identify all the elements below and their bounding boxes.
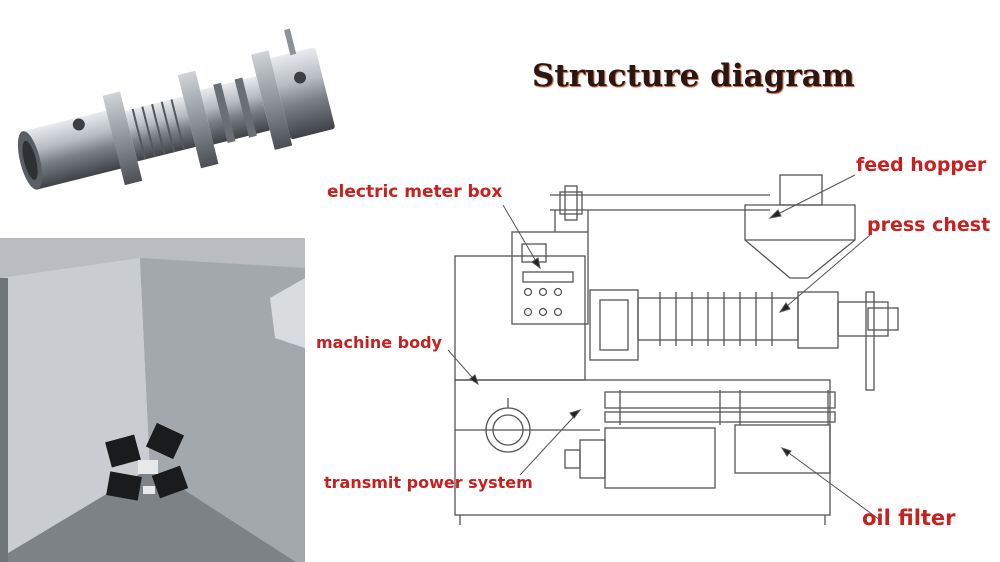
- label-machine-body: machine body: [316, 333, 442, 352]
- meter-box-shape: [511, 231, 589, 325]
- press-chest-shape: [637, 297, 799, 341]
- label-electric-meter-box: electric meter box: [327, 182, 503, 202]
- oil-filter-shape: [734, 424, 831, 474]
- hopper-interior-photo: [0, 238, 305, 562]
- screw-press-shaft-photo: [0, 0, 340, 215]
- diagram-title: Structure diagram: [532, 58, 855, 94]
- label-press-chest: press chest: [867, 214, 991, 236]
- motor-shape: [604, 427, 716, 489]
- machine-body-shape: [454, 255, 586, 381]
- label-feed-hopper: feed hopper: [856, 154, 987, 176]
- feed-hopper-shape: [779, 174, 823, 206]
- label-transmit-power-system: transmit power system: [324, 473, 533, 492]
- label-oil-filter: oil filter: [862, 506, 956, 530]
